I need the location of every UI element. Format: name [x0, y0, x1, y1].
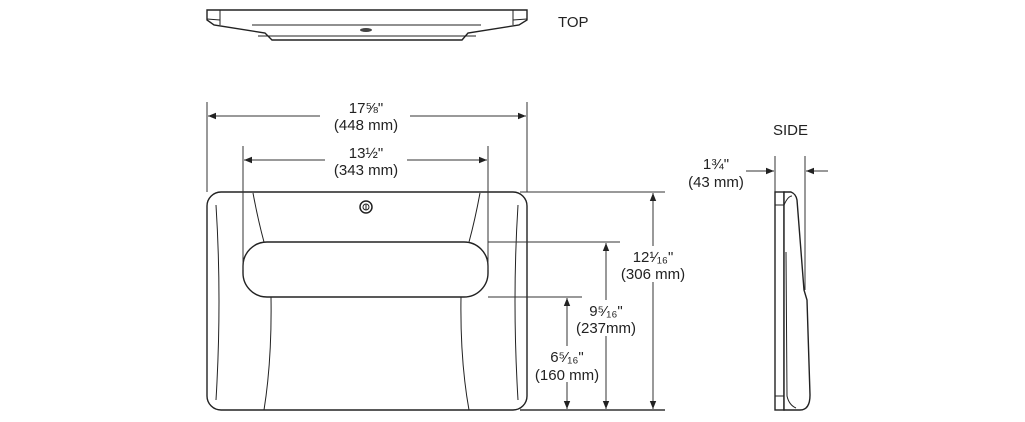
dim-overall-height-metric: (306 mm)	[621, 266, 685, 283]
dim-depth-metric: (43 mm)	[688, 174, 744, 191]
front-view	[206, 191, 528, 411]
dim-handle-bottom-metric: (160 mm)	[535, 367, 599, 384]
dim-depth-imperial: 1¾"	[703, 156, 729, 173]
dim-handle-width-metric: (343 mm)	[334, 162, 398, 179]
dimension-overall-width: 17⅝" (448 mm)	[206, 100, 528, 192]
dim-overall-width-imperial: 17⅝"	[349, 100, 384, 117]
top-screw-icon	[360, 28, 372, 32]
dimension-overall-height: 12¹⁄₁₆" (306 mm)	[520, 191, 686, 411]
top-view-label: TOP	[558, 14, 589, 31]
dim-overall-width-metric: (448 mm)	[334, 117, 398, 134]
dim-handle-top-imperial: 9⁵⁄₁₆"	[589, 303, 623, 320]
dim-handle-top-metric: (237mm)	[576, 320, 636, 337]
top-view: TOP	[206, 9, 589, 41]
dim-overall-height-imperial: 12¹⁄₁₆"	[633, 249, 674, 266]
dimension-handle-top-height: 9⁵⁄₁₆" (237mm)	[488, 241, 636, 409]
dim-handle-width-imperial: 13½"	[349, 145, 384, 162]
dimension-handle-width: 13½" (343 mm)	[242, 145, 489, 270]
dimension-handle-bottom-height: 6⁵⁄₁₆" (160 mm)	[488, 296, 601, 409]
side-view: SIDE 1¾" (43 mm)	[688, 122, 828, 411]
handle	[242, 241, 489, 298]
dim-handle-bottom-imperial: 6⁵⁄₁₆"	[550, 349, 584, 366]
screw-icon	[359, 200, 373, 214]
side-view-label: SIDE	[773, 122, 808, 139]
